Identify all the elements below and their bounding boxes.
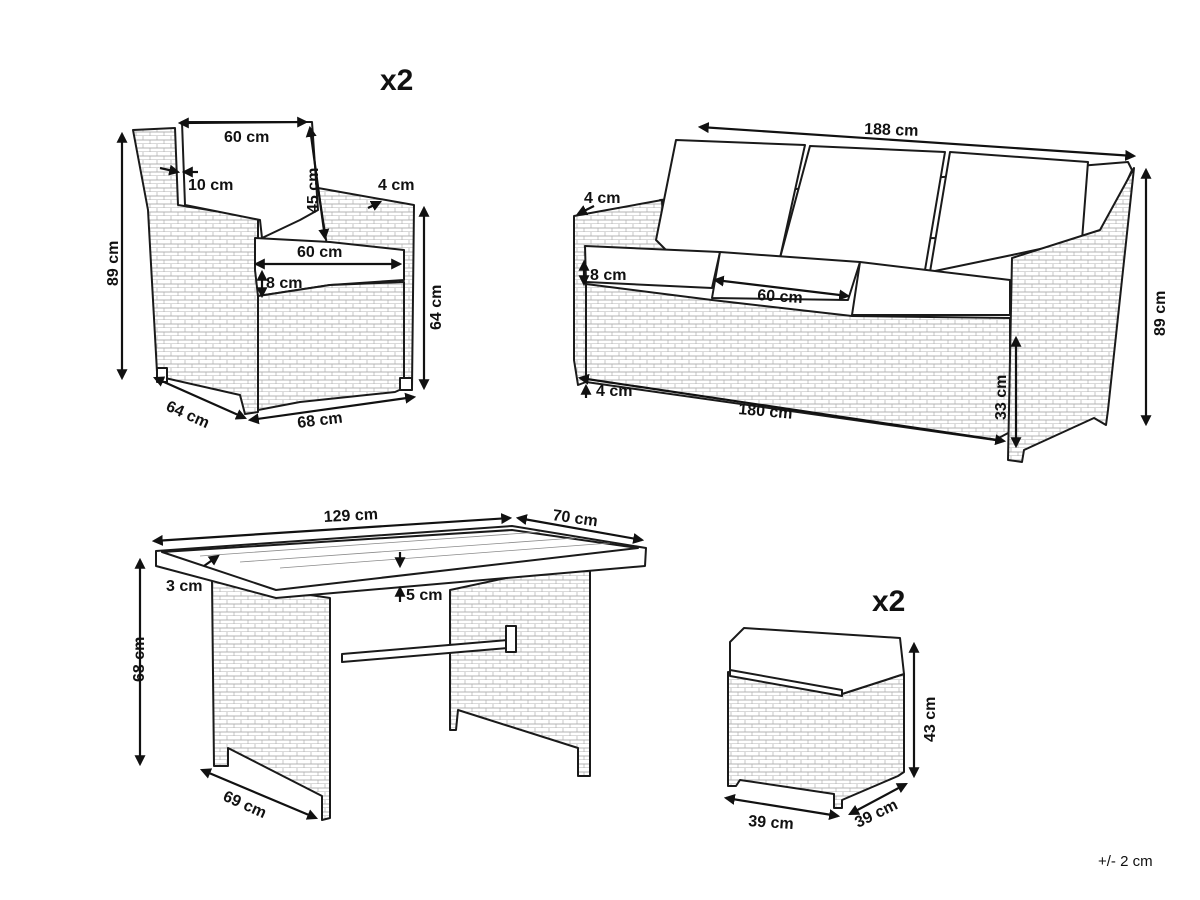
table-top-thickness-label: 5 cm bbox=[406, 587, 442, 604]
armchair-quantity: x2 bbox=[380, 64, 413, 97]
armchair-dimension-lines bbox=[116, 116, 430, 425]
sofa-labels: 188 cm 4 cm 8 cm 60 cm 4 cm 180 cm 33 cm… bbox=[584, 121, 1169, 423]
armchair-seat-width-label: 60 cm bbox=[297, 244, 342, 261]
armchair-drawing bbox=[132, 121, 415, 415]
footstool-quantity: x2 bbox=[872, 585, 905, 618]
sofa-arm-thickness-label: 4 cm bbox=[584, 190, 620, 207]
armchair-total-height-label: 89 cm bbox=[105, 241, 122, 286]
table-dimension-lines bbox=[134, 513, 645, 820]
table-height-label: 68 cm bbox=[131, 637, 148, 682]
footstool-depth-label: 39 cm bbox=[852, 796, 900, 831]
footstool-drawing bbox=[727, 627, 905, 809]
sofa-seat-width-label: 60 cm bbox=[757, 287, 803, 307]
sofa-total-width-label: 188 cm bbox=[864, 121, 919, 140]
footstool-width-label: 39 cm bbox=[748, 813, 794, 833]
table-drawing bbox=[155, 525, 647, 821]
footstool-dimension-lines bbox=[723, 641, 920, 821]
table-base-depth-label: 69 cm bbox=[220, 788, 268, 822]
table-edge-label: 3 cm bbox=[166, 578, 202, 595]
armchair-width-label: 68 cm bbox=[296, 410, 343, 432]
armchair-arm-height-label: 64 cm bbox=[428, 285, 445, 330]
tolerance-note: +/- 2 cm bbox=[1098, 853, 1153, 870]
sofa-ground-clearance-label: 4 cm bbox=[596, 383, 632, 400]
sofa-dimension-lines bbox=[576, 122, 1152, 449]
armchair-arm-thickness-label: 4 cm bbox=[378, 177, 414, 194]
sofa-base-width-label: 180 cm bbox=[738, 401, 794, 423]
sofa-seat-height-label: 33 cm bbox=[993, 375, 1010, 420]
sofa-total-height-label: 89 cm bbox=[1152, 291, 1169, 336]
armchair-back-height-label: 45 cm bbox=[305, 168, 322, 213]
armchair-depth-label: 64 cm bbox=[163, 398, 211, 432]
table-depth-label: 70 cm bbox=[551, 507, 598, 530]
table-length-label: 129 cm bbox=[323, 506, 378, 526]
armchair-seat-cushion-label: 8 cm bbox=[266, 275, 302, 292]
sofa-seat-cushion-label: 8 cm bbox=[590, 267, 626, 284]
armchair-back-width-label: 60 cm bbox=[224, 129, 269, 146]
armchair-arm-inset-label: 10 cm bbox=[188, 177, 233, 194]
sofa-drawing bbox=[573, 139, 1135, 463]
footstool-height-label: 43 cm bbox=[922, 697, 939, 742]
